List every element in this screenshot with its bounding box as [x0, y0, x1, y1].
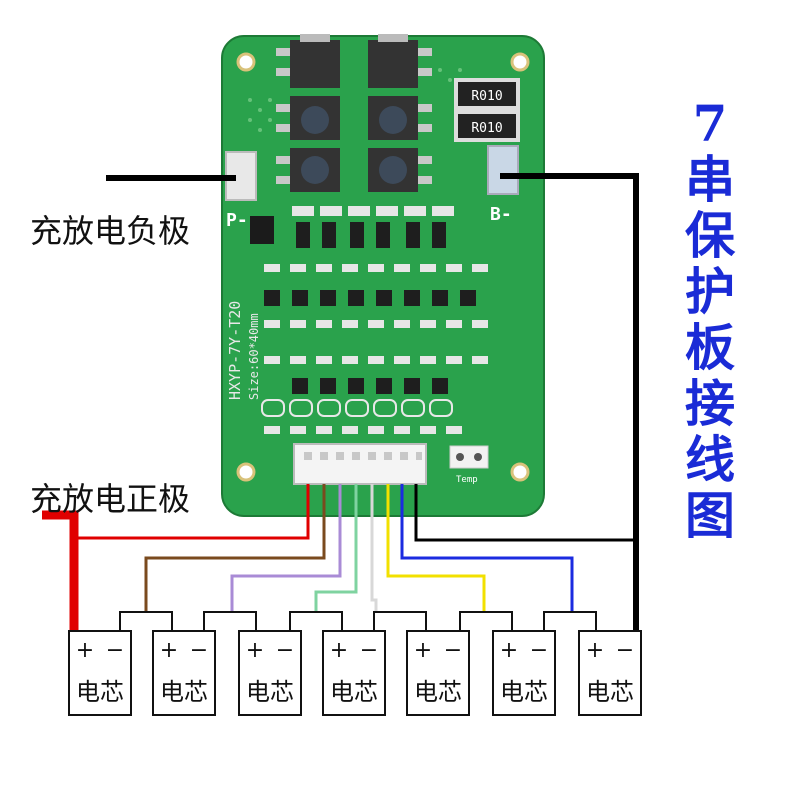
- b-minus-label: B-: [490, 204, 512, 225]
- cell-label: 电芯: [76, 678, 124, 706]
- minus-sign: −: [443, 638, 463, 663]
- sense-resistors: R010 R010: [454, 78, 520, 142]
- battery-cell: +− 电芯: [322, 630, 386, 716]
- cell-label: 电芯: [414, 678, 462, 706]
- plus-sign: +: [75, 638, 95, 663]
- positive-terminal-label: 充放电正极: [30, 480, 191, 518]
- cell-label: 电芯: [246, 678, 294, 706]
- minus-sign: −: [275, 638, 295, 663]
- minus-sign: −: [359, 638, 379, 663]
- plus-sign: +: [585, 638, 605, 663]
- series-links: [119, 611, 597, 632]
- resistor-marking: R010: [471, 121, 502, 136]
- battery-cell: +− 电芯: [238, 630, 302, 716]
- plus-sign: +: [499, 638, 519, 663]
- component-grid: [264, 206, 488, 434]
- temp-pad: [449, 445, 489, 469]
- mounting-hole: [236, 462, 256, 482]
- temp-label: Temp: [456, 475, 478, 485]
- diagram-title: 7串保护板接线图: [685, 94, 735, 545]
- b-minus-wire: [500, 173, 639, 632]
- ic-chip: [250, 216, 274, 244]
- battery-cell: +− 电芯: [492, 630, 556, 716]
- plus-sign: +: [245, 638, 265, 663]
- mounting-hole: [510, 52, 530, 72]
- board-size: Size:60*40mm: [247, 313, 261, 400]
- battery-cell: +− 电芯: [68, 630, 132, 716]
- transistor-grid: [264, 222, 476, 394]
- b-minus-pad: [487, 145, 519, 195]
- minus-sign: −: [105, 638, 125, 663]
- board-model: HXYP-7Y-T20: [226, 301, 244, 400]
- resistor-marking: R010: [471, 89, 502, 104]
- mounting-hole: [236, 52, 256, 72]
- minus-sign: −: [189, 638, 209, 663]
- negative-terminal-label: 充放电负极: [30, 212, 191, 250]
- battery-cell: +− 电芯: [152, 630, 216, 716]
- plus-sign: +: [159, 638, 179, 663]
- cell-label: 电芯: [500, 678, 548, 706]
- minus-sign: −: [615, 638, 635, 663]
- battery-cell: +− 电芯: [578, 630, 642, 716]
- cell-label: 电芯: [586, 678, 634, 706]
- balance-wires: [72, 484, 636, 632]
- cell-label: 电芯: [330, 678, 378, 706]
- positive-lead-wire: [42, 510, 79, 632]
- mosfet-array: [276, 34, 432, 192]
- mounting-hole: [510, 462, 530, 482]
- plus-sign: +: [329, 638, 349, 663]
- p-minus-label: P-: [226, 210, 248, 231]
- balance-connector: [293, 443, 427, 485]
- plus-sign: +: [413, 638, 433, 663]
- capacitor-row: [261, 399, 453, 417]
- cell-label: 电芯: [160, 678, 208, 706]
- battery-cell: +− 电芯: [406, 630, 470, 716]
- protection-board: R010 R010 P- B-: [221, 34, 545, 517]
- minus-sign: −: [529, 638, 549, 663]
